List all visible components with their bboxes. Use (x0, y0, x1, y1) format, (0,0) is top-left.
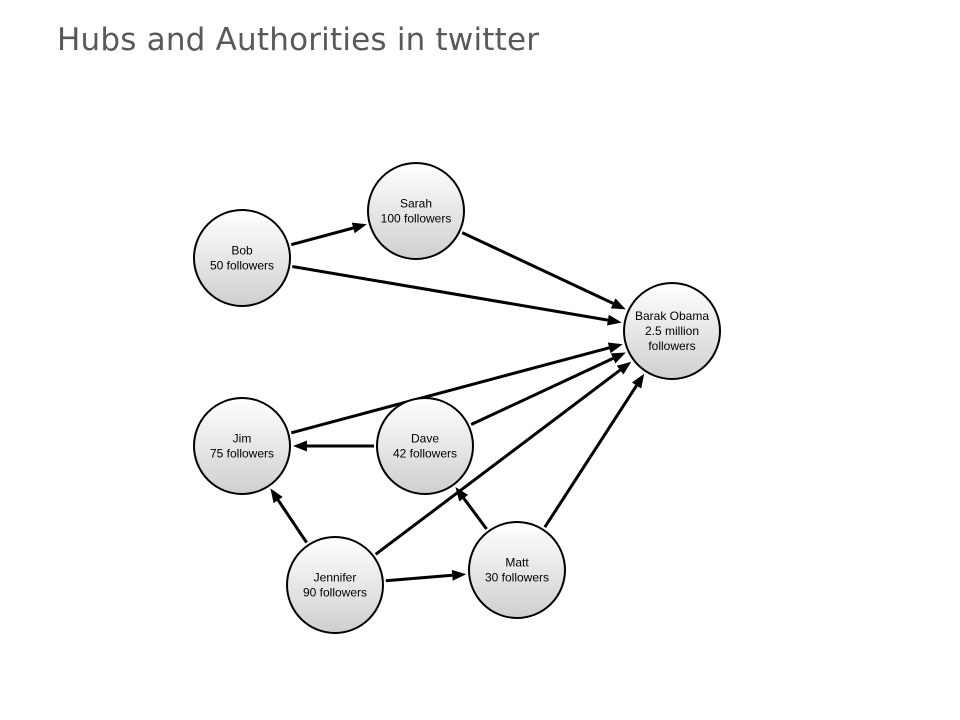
node-label: Matt (505, 556, 529, 570)
edge-line (290, 346, 610, 435)
arrowhead (293, 440, 307, 452)
edge-dave-to-jim (293, 440, 374, 452)
node-circle (193, 397, 291, 495)
edge-jennifer-to-obama (374, 361, 632, 556)
node-label: 50 followers (210, 259, 274, 273)
node-circle (286, 536, 384, 634)
edge-jennifer-to-jim (270, 488, 308, 544)
node-label: Barak Obama (635, 309, 709, 323)
edge-matt-to-obama (543, 373, 645, 529)
node-circle (376, 397, 474, 495)
node-label: Dave (411, 432, 439, 446)
arrowhead (607, 314, 622, 326)
slide-title: Hubs and Authorities in twitter (57, 22, 540, 58)
edge-bob-to-obama (292, 265, 622, 326)
arrowhead (610, 352, 626, 364)
node-label: followers (648, 339, 695, 353)
node-label: Jennifer (314, 571, 357, 585)
edge-sarah-to-obama (461, 231, 626, 310)
edge-line (385, 573, 453, 583)
node-label: Jim (233, 432, 252, 446)
edge-line (374, 368, 622, 556)
arrowhead (270, 488, 283, 504)
node-label: 90 followers (303, 586, 367, 600)
arrowhead (351, 222, 367, 234)
arrowhead (607, 342, 623, 354)
node-circle (468, 521, 566, 619)
node-circle (193, 209, 291, 307)
edge-jennifer-to-matt (385, 569, 467, 583)
node-label: 2.5 million (645, 324, 699, 338)
node-label: 75 followers (210, 447, 274, 461)
edge-dave-to-obama (470, 352, 626, 426)
node-label: Sarah (400, 197, 432, 211)
edge-line (543, 384, 638, 529)
edge-matt-to-dave (455, 487, 488, 530)
node-label: 100 followers (381, 212, 452, 226)
arrowhead (610, 298, 626, 310)
edge-line (470, 357, 614, 426)
arrowhead (632, 373, 645, 389)
edge-line (292, 265, 609, 322)
node-label: 42 followers (393, 447, 457, 461)
arrowhead (616, 361, 632, 375)
edge-line (461, 231, 614, 305)
edge-line (276, 499, 308, 544)
edges-layer (270, 222, 645, 583)
node-label: Bob (231, 244, 253, 258)
edge-jim-to-obama (290, 342, 623, 435)
edge-bob-to-sarah (290, 222, 367, 247)
edge-line (462, 497, 488, 530)
node-label: 30 followers (485, 571, 549, 585)
node-circle (367, 162, 465, 260)
arrowhead (451, 569, 467, 581)
node-circle (623, 282, 721, 380)
arrowhead (455, 487, 469, 502)
edge-line (290, 226, 354, 247)
